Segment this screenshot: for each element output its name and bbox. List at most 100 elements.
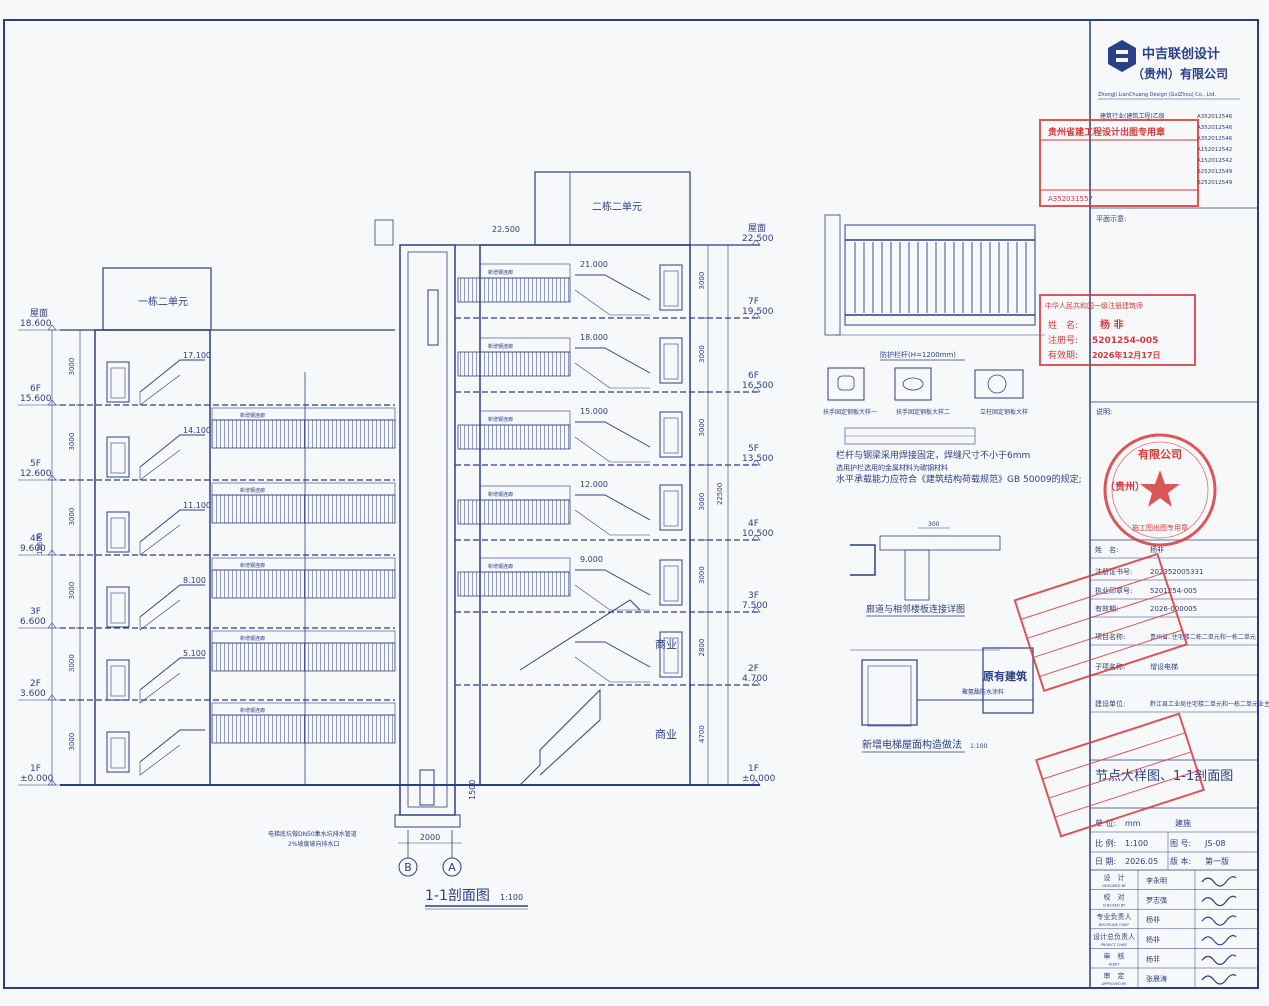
level-name: 3F [748, 591, 759, 601]
corridor-1: 新增钢连廊 [211, 407, 396, 449]
level-elev: 19.500 [742, 307, 774, 317]
sheet-no: JS-08 [1204, 839, 1226, 848]
date-value: 2026.05 [1125, 857, 1158, 866]
corridor-5: 新增钢连廊 [211, 702, 396, 744]
corridor-label-right: 新增钢连廊 [488, 269, 513, 276]
right-dim: 3000 [698, 419, 706, 437]
level-elev: 10.500 [742, 529, 774, 539]
corridor-label: 新增钢连廊 [240, 487, 265, 494]
engineer-name-label: 姓 名: [1048, 319, 1078, 331]
engineer-stamp-title: 中华人民共和国一级注册建筑师 [1045, 301, 1143, 310]
qualification-stamp [1039, 119, 1199, 207]
role-en: DISCIPLINE CHIEF [1099, 923, 1130, 927]
axis-label-a: A [448, 861, 456, 874]
tb-row-label: 子项名称: [1095, 662, 1125, 671]
level-name: 4F [30, 534, 41, 544]
railing-title: 防护栏杆(H=1200mm) [880, 350, 956, 359]
level-elev: 18.600 [20, 319, 52, 329]
corridor-label: 新增钢连廊 [240, 562, 265, 569]
level-name: 1F [30, 764, 41, 774]
signature-icon [1201, 915, 1237, 926]
plate-label-3: 立柱固定钢板大样 [980, 408, 1028, 416]
role-person: 杨非 [1146, 915, 1160, 924]
corridor-label: 新增钢连廊 [240, 412, 265, 419]
tb-row-value: 黔江县工业局住宅楼二单元和一栋二单元业主 [1150, 700, 1269, 708]
tb-row-value: 增设电梯 [1150, 662, 1178, 671]
role-cn: 审 核 [1104, 951, 1125, 960]
axis-label-b: B [404, 861, 412, 874]
tb-row-label: 建设单位: [1095, 699, 1125, 708]
role-cn: 审 定 [1104, 971, 1125, 980]
title-block: 中吉联创设计 （贵州）有限公司 ZhongJi LianChuang Desig… [1090, 40, 1269, 988]
right-dim: 2800 [698, 639, 706, 657]
level-elev: 12.600 [20, 469, 52, 479]
level-name: 6F [748, 371, 759, 381]
qual-stamp-no: A352031557 [1048, 195, 1093, 203]
stamps: 贵州省建工程设计出图专用章 A352031557 中华人民共和国一级注册建筑师 … [1013, 119, 1217, 838]
right-dim: 4700 [698, 725, 706, 743]
right-level-6: 2F4.700 [742, 664, 768, 686]
right-dim: 3000 [698, 566, 706, 584]
date-label: 日 期: [1095, 857, 1116, 866]
scale-value: 1:100 [1125, 839, 1148, 848]
tb-row-value: 杨非 [1150, 545, 1164, 554]
right-level-7: 1F±0.000 [742, 764, 776, 786]
pit-width-dim: 2000 [420, 833, 440, 842]
tb-row-label: 注册证书号: [1095, 567, 1132, 576]
tb-row-value: 贵州省..住宅楼二栋二单元和一栋二单元 [1150, 633, 1256, 641]
left-landing-elev: 11.100 [183, 501, 211, 510]
shop-label-upper: 商业 [655, 637, 677, 651]
plate-label-1: 扶手固定钢板大样一 [823, 408, 877, 416]
right-landing-elev: 15.000 [580, 407, 608, 416]
roof-scale: 1:100 [970, 743, 987, 750]
company-seal-text: 有限公司 [1138, 447, 1182, 461]
left-dim: 3000 [68, 733, 76, 751]
right-landing-elev: 18.000 [580, 333, 608, 342]
left-level-4: 3F6.600 [18, 607, 62, 629]
tb-row-label: 姓 名: [1095, 545, 1118, 554]
right-landing-elev: 9.000 [580, 555, 603, 564]
company-seal [1103, 433, 1217, 547]
corridor-label-right: 新增钢连廊 [488, 343, 513, 350]
review-stamp-2 [1035, 712, 1205, 838]
role-en: AUDIT [1109, 962, 1121, 966]
qual-stamp-title: 贵州省建工程设计出图专用章 [1048, 126, 1165, 138]
right-landing-elev: 21.000 [580, 260, 608, 269]
pit-note-2: 2%坡度坡向排水口 [288, 840, 340, 848]
right-dim: 3000 [698, 493, 706, 511]
role-person: 杨非 [1146, 954, 1160, 963]
tb-row-label: 有效期: [1095, 604, 1118, 613]
qual-code: A152012542 [1197, 147, 1232, 153]
level-elev: 13.500 [742, 454, 774, 464]
level-name: 7F [748, 297, 759, 307]
level-name: 3F [30, 607, 41, 617]
unit-label: 单 位: [1095, 818, 1116, 828]
role-person: 罗志强 [1146, 896, 1167, 905]
version-value: 第一版 [1205, 856, 1229, 866]
note-line-2: 选用护栏选用的金属材料为碳钢材料 [836, 463, 948, 472]
company-seal-bottom: 施工图出图专用章 [1132, 523, 1188, 532]
level-name: 2F [30, 679, 41, 689]
level-elev: 4.700 [742, 674, 768, 684]
level-name: 2F [748, 664, 759, 674]
corridor-2: 新增钢连廊 [211, 482, 396, 524]
level-elev: 15.600 [20, 394, 52, 404]
version-label: 版 本: [1170, 856, 1191, 866]
level-elev: ±0.000 [20, 774, 54, 784]
role-en: PROJECT CHIEF [1101, 943, 1128, 947]
joint-title: 廊道与相邻楼板连接详图 [866, 603, 965, 615]
role-person: 杨非 [1146, 935, 1160, 944]
joint-dim: 300 [928, 521, 940, 528]
right-dim: 3000 [698, 272, 706, 290]
engineer-reg: 5201254-005 [1092, 336, 1158, 346]
qual-line: 建筑行业(建筑工程)乙级 [1100, 112, 1165, 120]
